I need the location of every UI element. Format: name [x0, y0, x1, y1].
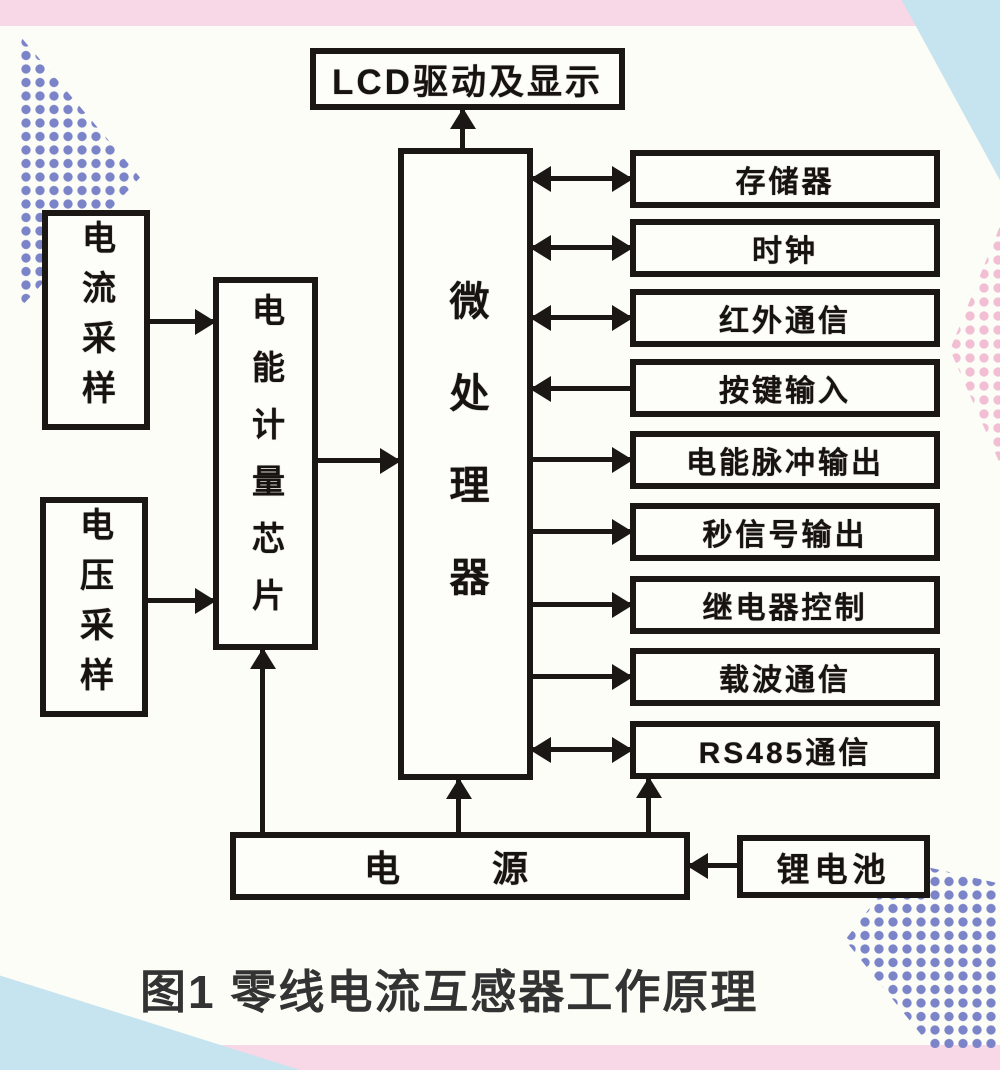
connector-battery-to-power: [690, 863, 737, 868]
connector-mpu-to-carrier: [533, 674, 630, 679]
pink-strip-top: [0, 0, 1000, 26]
connector-mpu-rs485: [533, 747, 630, 752]
node-key-input: 按键输入: [630, 359, 940, 417]
node-lcd-display: LCD驱动及显示: [310, 48, 625, 110]
node-carrier-comm: 载波通信: [630, 648, 940, 706]
connector-mpu-to-lcd: [460, 110, 465, 148]
node-memory: 存储器: [630, 150, 940, 208]
connector-mpu-to-relay: [533, 602, 630, 607]
connector-mpu-to-pulse: [533, 457, 630, 462]
node-metering-chip: 电能计量芯片: [213, 277, 318, 650]
node-power-supply: 电 源: [230, 832, 690, 900]
connector-power-to-mpu: [456, 780, 461, 832]
connector-voltage-to-chip: [148, 598, 213, 603]
connector-mpu-memory: [533, 176, 630, 181]
connector-current-to-chip: [150, 319, 213, 324]
node-lithium-battery: 锂电池: [737, 835, 930, 898]
connector-mpu-infrared: [533, 315, 630, 320]
connector-mpu-clock: [533, 245, 630, 250]
connector-keyinput-to-mpu: [533, 386, 630, 391]
connector-power-to-rs485: [646, 779, 651, 832]
node-voltage-sampling: 电压采样: [40, 497, 148, 717]
node-current-sampling: 电流采样: [42, 210, 150, 430]
node-clock: 时钟: [630, 219, 940, 277]
node-rs485-comm: RS485通信: [630, 721, 940, 779]
pink-strip-bottom: [0, 1045, 1000, 1070]
node-microprocessor: 微处理器: [398, 148, 533, 780]
node-energy-pulse-output: 电能脉冲输出: [630, 431, 940, 489]
figure-caption: 图1 零线电流互感器工作原理: [140, 966, 759, 1018]
connector-mpu-to-secsignal: [533, 529, 630, 534]
connector-chip-to-mpu: [318, 458, 398, 463]
node-infrared-comm: 红外通信: [630, 289, 940, 347]
connector-power-to-chip: [260, 650, 265, 832]
dot-pattern-right-edge: [950, 226, 1000, 464]
node-second-signal-output: 秒信号输出: [630, 503, 940, 561]
node-relay-control: 继电器控制: [630, 576, 940, 634]
